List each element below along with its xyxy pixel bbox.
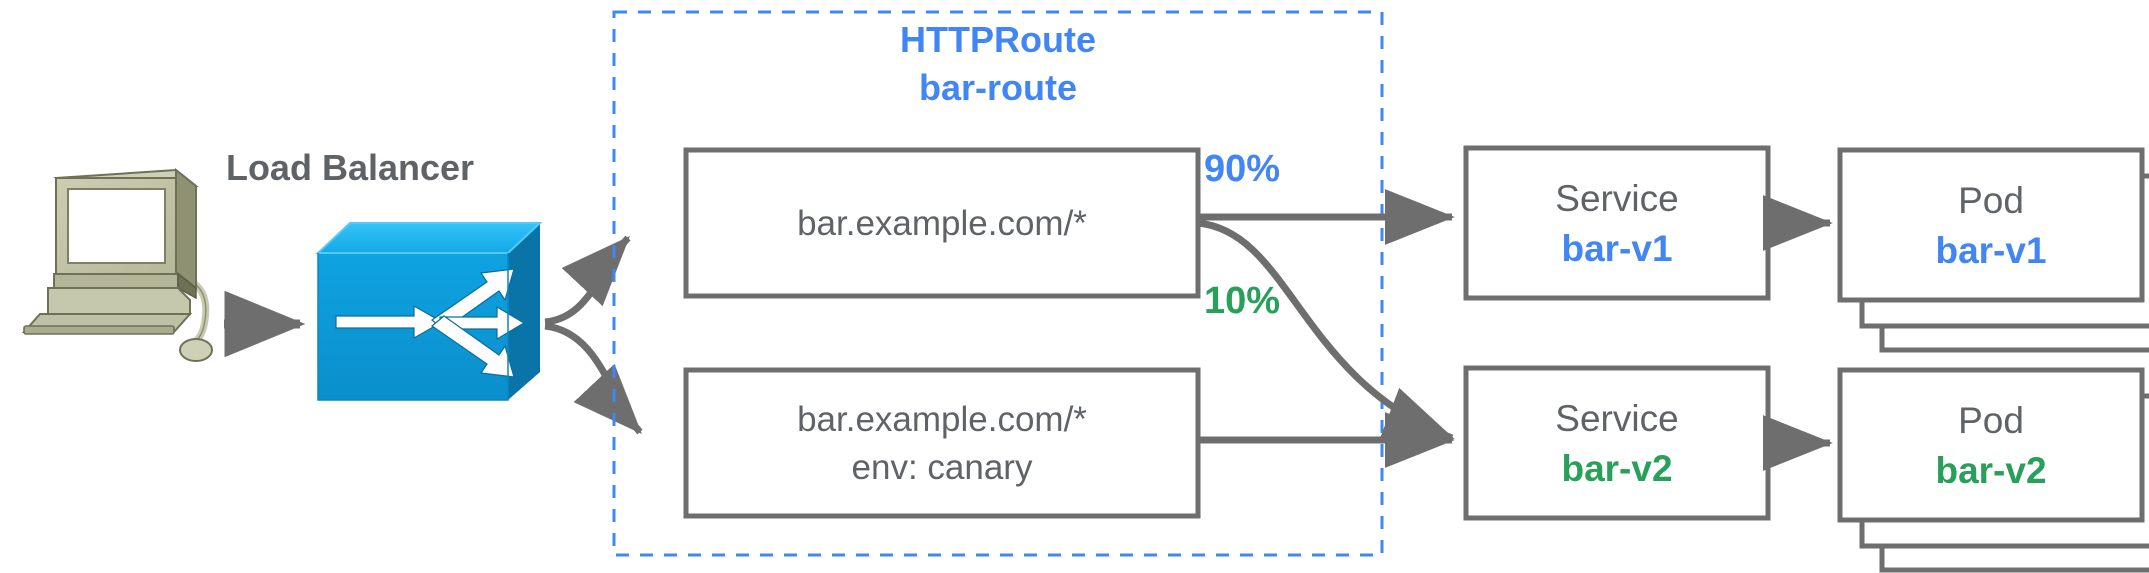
desktop-computer-icon: [21, 167, 213, 362]
edge-lb-to-rule-primary: [544, 235, 631, 326]
service-box-v2: [1463, 365, 1771, 521]
edge-rule-primary-to-service-v2: [1197, 219, 1455, 442]
rule-box-canary: [683, 367, 1201, 519]
httproute-boundary: [612, 10, 1384, 557]
rule-box-primary: [683, 147, 1201, 299]
service-box-v1: [1463, 145, 1771, 301]
pod-stack-v1: [1837, 147, 2149, 353]
network-switch-icon: [315, 222, 543, 401]
edge-lb-to-rule-canary: [544, 322, 643, 435]
pod-stack-v2: [1837, 367, 2149, 573]
